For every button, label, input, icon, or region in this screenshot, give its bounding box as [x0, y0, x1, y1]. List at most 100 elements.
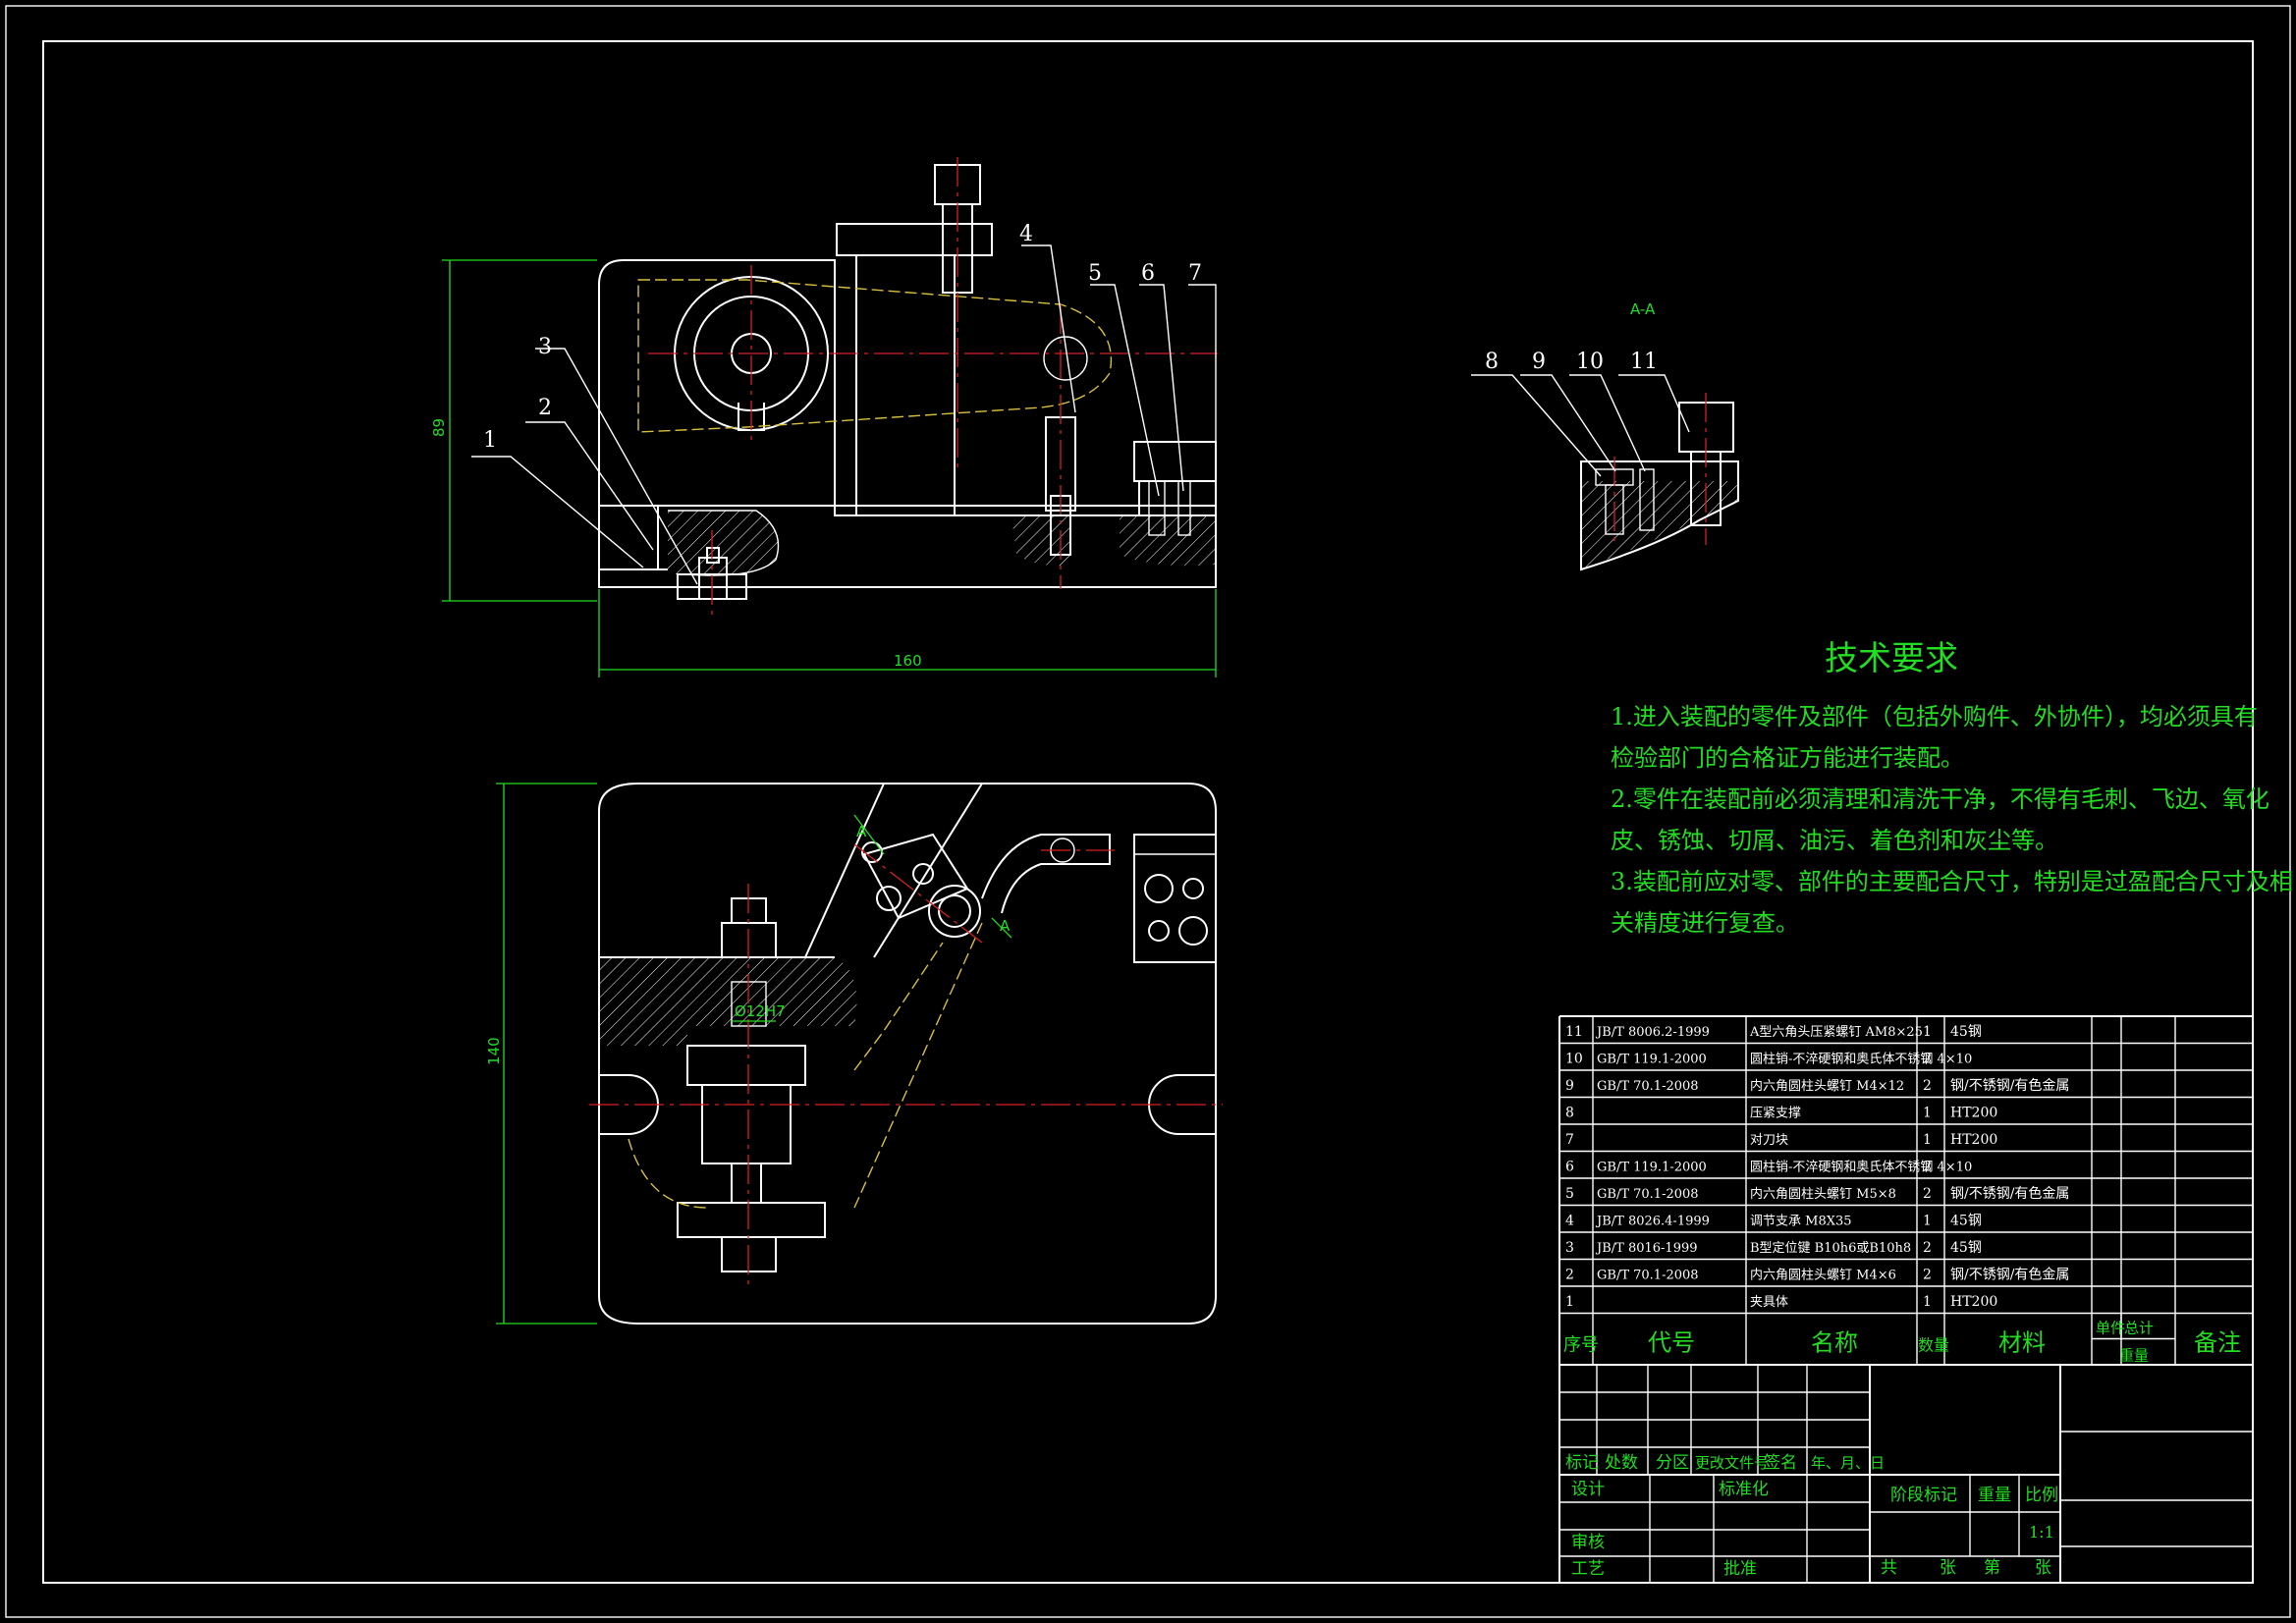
bom-cell-no: 1 [1565, 1294, 1574, 1310]
bom-cell-name: 内六角圆柱头螺钉 M4×6 [1750, 1268, 1896, 1283]
bom-cell-name: 内六角圆柱头螺钉 M4×12 [1750, 1078, 1904, 1094]
bom-cell-name: 对刀块 [1750, 1133, 1788, 1148]
bom-cell-mat: 钢/不锈钢/有色金属 [1950, 1077, 2069, 1094]
bom-cell-name: 压紧支撑 [1750, 1107, 1801, 1121]
balloon-6: 6 [1141, 261, 1155, 286]
tech-line-4: 皮、锈蚀、切屑、油污、着色剂和灰尘等。 [1611, 827, 2058, 854]
bom-head-qty: 数量 [1918, 1336, 1949, 1355]
bom-cell-no: 5 [1565, 1186, 1574, 1202]
tech-line-1: 1.进入装配的零件及部件（包括外购件、外协件），均必须具有 [1611, 703, 2258, 730]
bom-cell-qty: 1 [1923, 1214, 1932, 1229]
bom-cell-mat: HT200 [1950, 1132, 1997, 1148]
balloon-3: 3 [538, 335, 552, 359]
bom-cell-name: B型定位键 B10h6或B10h8 [1750, 1241, 1911, 1256]
balloon-10: 10 [1576, 350, 1604, 374]
balloon-8: 8 [1485, 350, 1499, 374]
bom-cell-no: 6 [1565, 1160, 1574, 1175]
inner-border [42, 40, 2254, 1584]
bom-cell-mat: HT200 [1950, 1294, 1997, 1310]
bom-cell-qty: 1 [1923, 1106, 1932, 1121]
bom-cell-no: 11 [1565, 1024, 1583, 1040]
tb-weight: 重量 [1978, 1486, 2011, 1505]
bom-cell-code: GB/T 70.1-2008 [1597, 1187, 1699, 1202]
balloon-7: 7 [1188, 261, 1202, 286]
bom-cell-mat: 45钢 [1950, 1214, 1982, 1229]
rev-sign: 签名 [1764, 1453, 1797, 1473]
rev-zone: 分区 [1656, 1453, 1689, 1473]
sheet-no-unit: 张 [2035, 1558, 2051, 1578]
bom-cell-no: 2 [1565, 1268, 1574, 1283]
bom-cell-mat: 钢/不锈钢/有色金属 [1950, 1185, 2069, 1202]
bom-cell-code: JB/T 8026.4-1999 [1595, 1215, 1710, 1229]
bom-cell-mat: HT200 [1950, 1106, 1997, 1121]
rev-mark: 标记 [1565, 1453, 1599, 1473]
bom-head-total: 总计 [2124, 1320, 2154, 1337]
tech-line-2: 检验部门的合格证方能进行装配。 [1611, 744, 1964, 772]
rev-doc: 更改文件号 [1695, 1454, 1769, 1472]
bom-cell-name: 夹具体 [1750, 1295, 1788, 1310]
role-process: 工艺 [1571, 1559, 1605, 1579]
bom-cell-mat: 45钢 [1950, 1240, 1982, 1256]
bom-cell-no: 8 [1565, 1106, 1574, 1121]
bom-cell-code: JB/T 8006.2-1999 [1595, 1025, 1710, 1040]
dim-plan-height: 140 [485, 1037, 503, 1065]
bom-cell-name: 圆柱销-不淬硬钢和奥氏体不锈钢 4×10 [1750, 1053, 1972, 1067]
view-mark-a2: A [1000, 917, 1011, 935]
tech-title: 技术要求 [1825, 639, 1958, 678]
bom-cell-no: 9 [1565, 1078, 1574, 1094]
bom-cell-mat: 45钢 [1950, 1024, 1982, 1040]
bom-cell-code: GB/T 70.1-2008 [1597, 1079, 1699, 1094]
rev-date: 年、月、日 [1811, 1454, 1885, 1472]
tb-scale: 比例 [2025, 1486, 2058, 1505]
balloon-4: 4 [1019, 222, 1033, 246]
bom-cell-name: 圆柱销-不淬硬钢和奥氏体不锈钢 4×10 [1750, 1161, 1972, 1175]
balloon-2: 2 [538, 396, 552, 420]
outer-border [5, 5, 2291, 1618]
bom-cell-code: GB/T 119.1-2000 [1597, 1053, 1707, 1067]
tech-line-5: 3.装配前应对零、部件的主要配合尺寸，特别是过盈配合尺寸及相 [1611, 868, 2293, 895]
bom-cell-qty: 2 [1923, 1268, 1932, 1283]
bom-cell-no: 4 [1565, 1214, 1574, 1229]
plan-view: 140 Ø12H7 A A [485, 783, 1223, 1325]
dim-height: 89 [430, 418, 448, 437]
stage-mark: 阶段标记 [1890, 1486, 1957, 1505]
role-design: 设计 [1571, 1480, 1605, 1499]
tb-scale-value: 1:1 [2029, 1523, 2054, 1542]
bom-head-name: 名称 [1811, 1329, 1858, 1357]
bom-head-code: 代号 [1648, 1329, 1695, 1357]
bom-cell-qty: 1 [1923, 1294, 1932, 1310]
bom-head-mat: 材料 [1998, 1329, 2046, 1357]
bom-cell-qty: 2 [1923, 1186, 1932, 1202]
bom-cell-code: JB/T 8016-1999 [1595, 1241, 1698, 1256]
sheet-total: 共 [1881, 1558, 1897, 1578]
dim-bore: Ø12H7 [735, 1002, 786, 1020]
section-label: A-A [1630, 300, 1656, 318]
title-block: 标记 处数 分区 更改文件号 签名 年、月、日 设计 标准化 审核 工艺 批准 … [1558, 1364, 2254, 1584]
bom-head-weight: 重量 [2119, 1347, 2149, 1365]
bom-head-unit: 单件 [2096, 1320, 2125, 1337]
bom-cell-qty: 2 [1923, 1240, 1932, 1256]
bom-head-remark: 备注 [2194, 1329, 2241, 1357]
tech-requirements: 技术要求 1.进入装配的零件及部件（包括外购件、外协件），均必须具有 检验部门的… [1611, 639, 2293, 937]
bom-cell-qty: 2 [1923, 1052, 1932, 1067]
bom-cell-no: 3 [1565, 1240, 1574, 1256]
bom-cell-qty: 1 [1923, 1024, 1932, 1040]
role-approve: 批准 [1723, 1559, 1757, 1579]
bom-cell-name: A型六角头压紧螺钉 AM8×25 [1749, 1025, 1923, 1040]
bom-cell-qty: 2 [1923, 1078, 1932, 1094]
role-check: 审核 [1571, 1533, 1605, 1552]
dim-width: 160 [894, 652, 922, 670]
sheet-total-unit: 张 [1940, 1558, 1956, 1578]
sheet-no: 第 [1984, 1558, 2000, 1578]
tech-line-3: 2.零件在装配前必须清理和清洗干净，不得有毛刺、飞边、氧化 [1611, 785, 2269, 813]
bom-cell-code: GB/T 119.1-2000 [1597, 1161, 1707, 1175]
rev-count: 处数 [1605, 1453, 1638, 1473]
bom-cell-qty: 1 [1923, 1132, 1932, 1148]
bom-cell-no: 7 [1565, 1132, 1574, 1148]
role-std: 标准化 [1719, 1480, 1769, 1499]
section-view: A-A 8 9 10 11 [1471, 300, 1739, 571]
bom-cell-qty: 2 [1923, 1160, 1932, 1175]
bom-cell-code: GB/T 70.1-2008 [1597, 1269, 1699, 1283]
